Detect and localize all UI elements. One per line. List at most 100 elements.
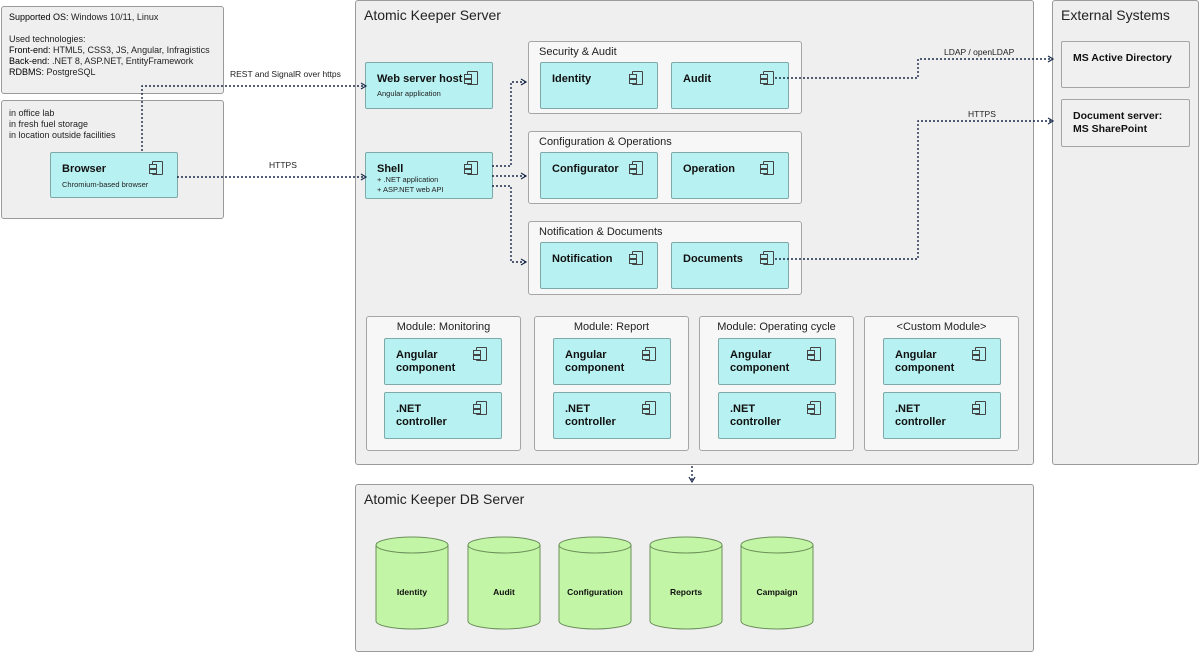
ms-active-directory-title: MS Active Directory: [1073, 52, 1172, 64]
database-label: Configuration: [567, 587, 623, 597]
module-title: <Custom Module>: [896, 321, 987, 333]
web-server-host-subtitle: Angular application: [377, 89, 441, 98]
database-label: Audit: [493, 587, 515, 597]
database-reports[interactable]: Reports: [649, 536, 723, 630]
component-icon: [464, 71, 478, 85]
frontend-text: Front-end: HTML5, CSS3, JS, Angular, Inf…: [9, 45, 210, 55]
notification-component[interactable]: Notification: [540, 242, 658, 289]
ms-active-directory[interactable]: MS Active Directory: [1061, 41, 1190, 88]
ldap-label: LDAP / openLDAP: [944, 47, 1015, 57]
component-title: Audit: [683, 73, 712, 85]
operation-component[interactable]: Operation: [671, 152, 789, 199]
used-technologies-heading: Used technologies:: [9, 34, 86, 44]
component-icon: [464, 161, 478, 175]
component-icon: [629, 71, 643, 85]
shell-sub1: + .NET application: [377, 175, 439, 184]
component-title: Documents: [683, 253, 743, 265]
rest-signalr-label: REST and SignalR over https: [230, 69, 341, 79]
web-server-host-title: Web server host: [377, 73, 463, 85]
component-title: Configurator: [552, 163, 619, 175]
module-report: Module: Report Angular component .NET co…: [534, 316, 689, 451]
database-label: Campaign: [756, 587, 798, 597]
component-icon: [642, 347, 656, 361]
supported-os-text: Supported OS: Windows 10/11, Linux: [9, 12, 159, 22]
net-controller-component[interactable]: .NET controller: [384, 392, 502, 439]
angular-component[interactable]: Angular component: [718, 338, 836, 385]
component-title: .NET controller: [895, 403, 946, 428]
angular-component[interactable]: Angular component: [883, 338, 1001, 385]
server-panel: Atomic Keeper Server Web server host Ang…: [355, 0, 1034, 465]
component-icon: [807, 347, 821, 361]
backend-text: Back-end: .NET 8, ASP.NET, EntityFramewo…: [9, 56, 194, 66]
locations-panel: in office lab in fresh fuel storage in l…: [1, 100, 224, 219]
component-icon: [760, 161, 774, 175]
angular-component[interactable]: Angular component: [384, 338, 502, 385]
component-title: Angular component: [730, 349, 790, 374]
rdbms-text: RDBMS: PostgreSQL: [9, 67, 96, 77]
module-title: Module: Operating cycle: [717, 321, 836, 333]
group-title: Notification & Documents: [539, 226, 663, 238]
angular-component[interactable]: Angular component: [553, 338, 671, 385]
component-title: Angular component: [565, 349, 625, 374]
net-controller-component[interactable]: .NET controller: [718, 392, 836, 439]
shell-title: Shell: [377, 163, 404, 175]
location-line: in fresh fuel storage: [9, 119, 89, 129]
external-systems-panel: External Systems MS Active Directory Doc…: [1052, 0, 1199, 465]
database-campaign[interactable]: Campaign: [740, 536, 814, 630]
group-notification-documents: Notification & Documents Notification Do…: [528, 221, 802, 295]
browser-title: Browser: [62, 163, 107, 175]
location-line: in location outside facilities: [9, 130, 116, 140]
shell-sub2: + ASP.NET web API: [377, 185, 444, 194]
document-server[interactable]: Document server: MS SharePoint: [1061, 99, 1190, 147]
component-title: Identity: [552, 73, 592, 85]
component-icon: [473, 401, 487, 415]
database-cylinder-icon: [558, 536, 632, 630]
https-browser-label: HTTPS: [269, 160, 297, 170]
component-icon: [807, 401, 821, 415]
database-configuration[interactable]: Configuration: [558, 536, 632, 630]
server-title: Atomic Keeper Server: [364, 7, 501, 23]
module-title: Module: Monitoring: [396, 321, 491, 333]
audit-component[interactable]: Audit: [671, 62, 789, 109]
component-title: Angular component: [396, 349, 456, 374]
documents-component[interactable]: Documents: [671, 242, 789, 289]
component-title: Angular component: [895, 349, 955, 374]
database-cylinder-icon: [740, 536, 814, 630]
location-line: in office lab: [9, 108, 55, 118]
component-icon: [760, 71, 774, 85]
browser-subtitle: Chromium-based browser: [62, 180, 149, 189]
database-label: Reports: [669, 587, 703, 597]
web-server-host-component[interactable]: Web server host Angular application: [365, 62, 493, 109]
document-server-line1: Document server:: [1073, 110, 1163, 122]
group-title: Configuration & Operations: [539, 136, 672, 148]
module-monitoring: Module: Monitoring Angular component .NE…: [366, 316, 521, 451]
configurator-component[interactable]: Configurator: [540, 152, 658, 199]
browser-component[interactable]: Browser Chromium-based browser: [50, 152, 178, 198]
component-icon: [629, 161, 643, 175]
database-identity[interactable]: Identity: [375, 536, 449, 630]
identity-component[interactable]: Identity: [540, 62, 658, 109]
component-icon: [473, 347, 487, 361]
component-title: .NET controller: [730, 403, 781, 428]
database-audit[interactable]: Audit: [467, 536, 541, 630]
https-docs-label: HTTPS: [968, 109, 996, 119]
database-cylinder-icon: [649, 536, 723, 630]
shell-component[interactable]: Shell + .NET application + ASP.NET web A…: [365, 152, 493, 199]
component-title: Notification: [552, 253, 613, 265]
info-panel: Supported OS: Windows 10/11, Linux Used …: [1, 6, 224, 94]
module-operating-cycle: Module: Operating cycle Angular componen…: [699, 316, 854, 451]
component-icon: [642, 401, 656, 415]
database-cylinder-icon: [375, 536, 449, 630]
group-configuration-operations: Configuration & Operations Configurator …: [528, 131, 802, 204]
net-controller-component[interactable]: .NET controller: [553, 392, 671, 439]
database-cylinder-icon: [467, 536, 541, 630]
group-security-audit: Security & Audit Identity Audit: [528, 41, 802, 114]
component-title: .NET controller: [565, 403, 616, 428]
net-controller-component[interactable]: .NET controller: [883, 392, 1001, 439]
component-icon: [149, 161, 163, 175]
group-title: Security & Audit: [539, 46, 617, 58]
database-label: Identity: [396, 587, 428, 597]
module-title: Module: Report: [573, 321, 650, 333]
component-title: Operation: [683, 163, 735, 175]
external-systems-title: External Systems: [1061, 7, 1170, 23]
